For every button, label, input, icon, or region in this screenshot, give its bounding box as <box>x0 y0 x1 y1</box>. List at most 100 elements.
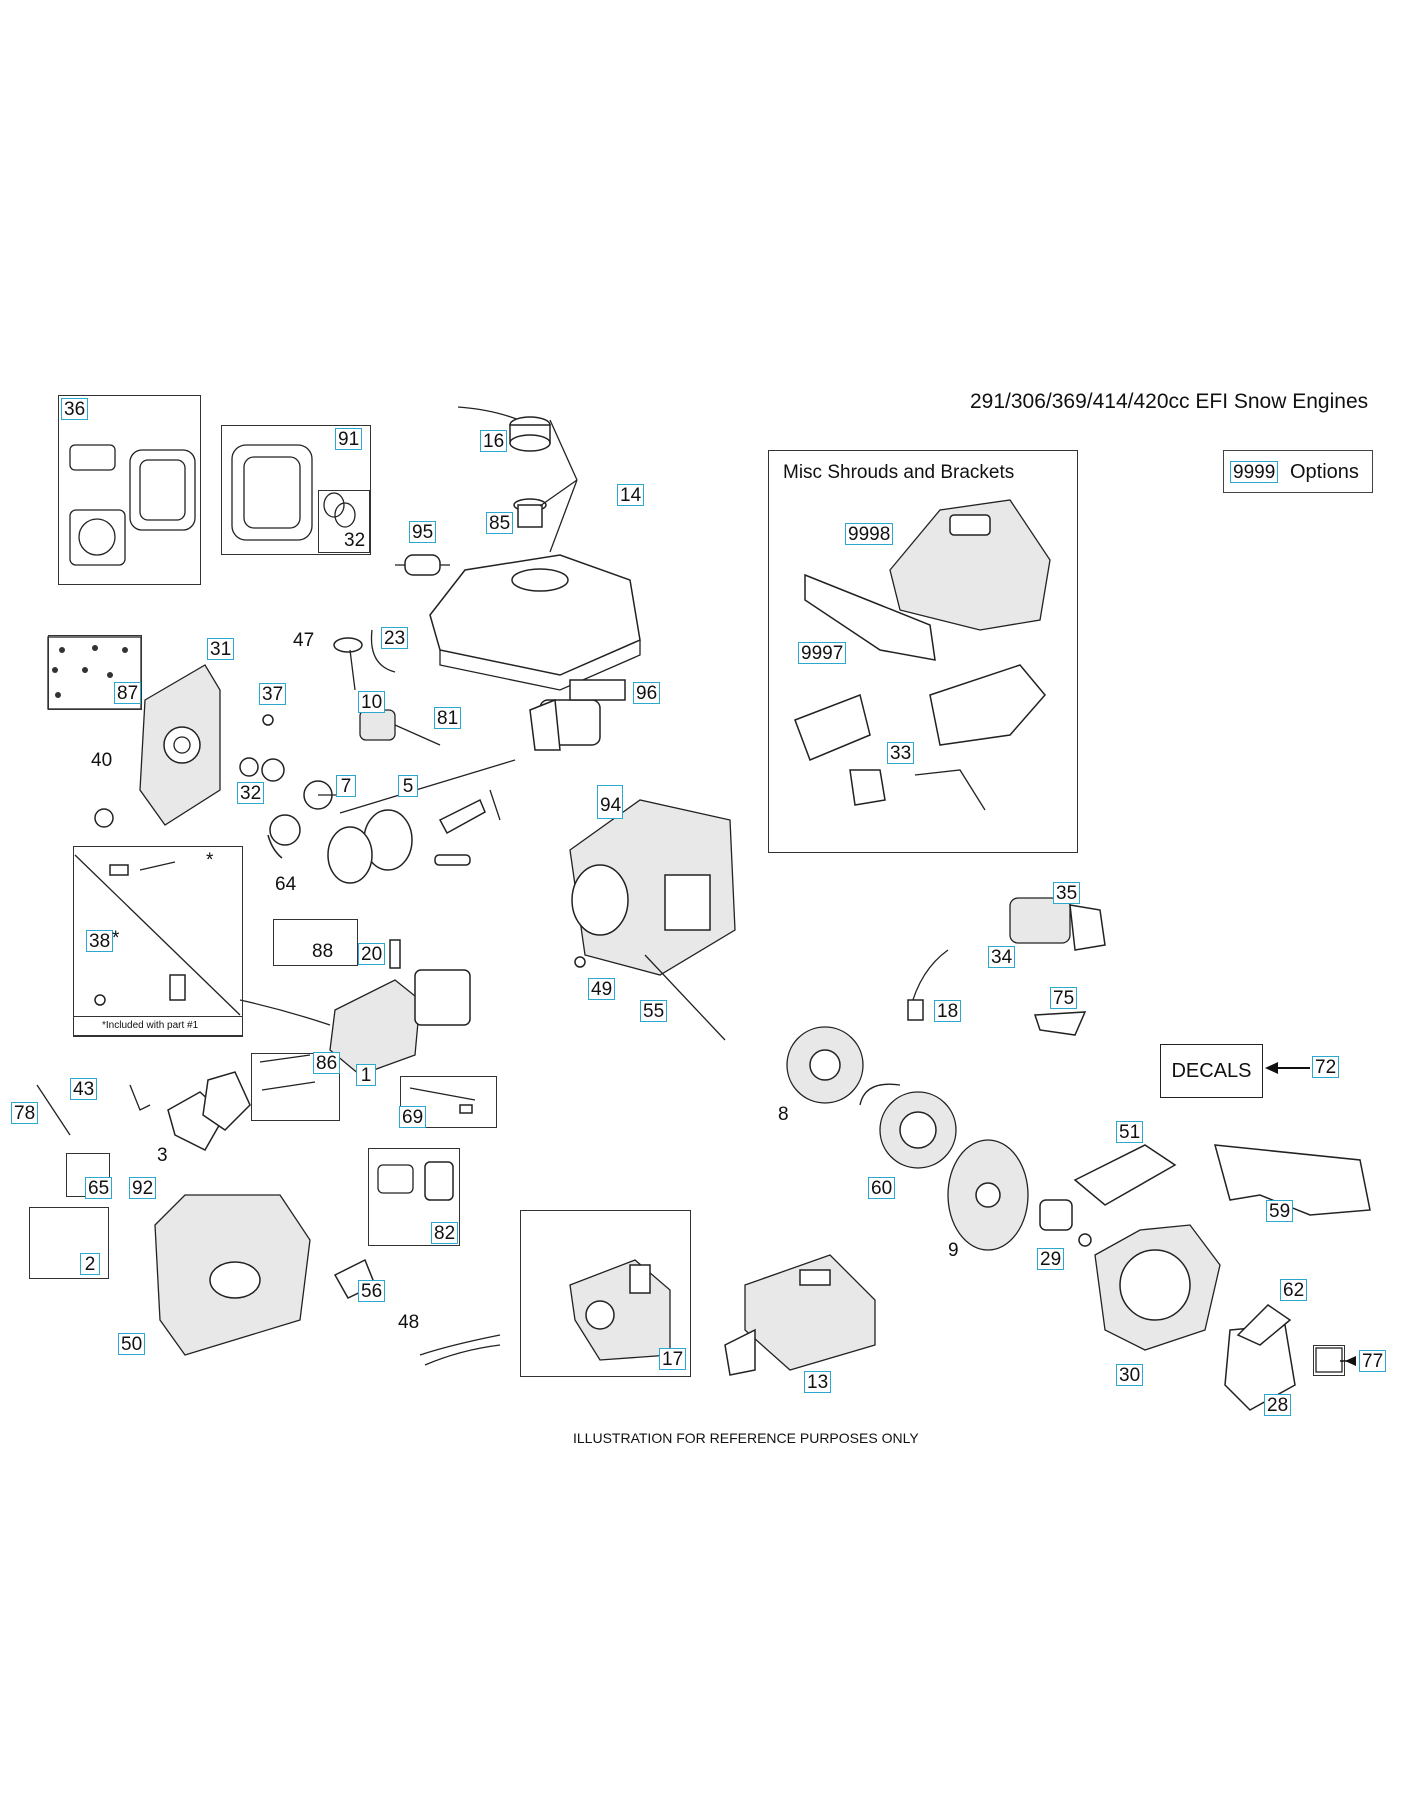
callout-88[interactable]: 88 <box>312 941 334 962</box>
options-box[interactable] <box>1223 450 1373 493</box>
callout-59[interactable]: 59 <box>1266 1200 1294 1222</box>
callout-20[interactable]: 20 <box>358 943 386 965</box>
callout-69[interactable]: 69 <box>399 1106 427 1128</box>
shroud-parts-drawing <box>794 499 1051 811</box>
callout-78[interactable]: 78 <box>11 1102 39 1124</box>
callout-9[interactable]: 9 <box>948 1240 959 1261</box>
callout-35[interactable]: 35 <box>1053 882 1081 904</box>
callout-16[interactable]: 16 <box>480 430 508 452</box>
crankshaft-drawing <box>262 709 441 746</box>
fuel-strainer-drawing <box>513 498 547 528</box>
cylinder-head-drawing <box>239 939 471 1076</box>
callout-2[interactable]: 2 <box>80 1253 100 1275</box>
callout-81[interactable]: 81 <box>434 707 462 729</box>
dipstick-and-hose-drawing <box>333 629 396 691</box>
crankcase-cover-drawing <box>94 664 221 828</box>
bolt-set-69-panel <box>400 1076 497 1128</box>
callout-72[interactable]: 72 <box>1312 1056 1340 1078</box>
callout-75[interactable]: 75 <box>1050 987 1078 1009</box>
page-title: 291/306/369/414/420cc EFI Snow Engines <box>970 390 1369 413</box>
callout-1[interactable]: 1 <box>356 1064 376 1086</box>
callout-28[interactable]: 28 <box>1264 1394 1292 1416</box>
callout-43[interactable]: 43 <box>70 1078 98 1100</box>
callout-7[interactable]: 7 <box>336 775 356 797</box>
asterisk-mark: * <box>206 850 214 871</box>
crankcase-gasket-drawing <box>231 444 356 541</box>
callout-31[interactable]: 31 <box>207 638 235 660</box>
muffler-drawing <box>724 1254 876 1376</box>
callout-96[interactable]: 96 <box>633 682 661 704</box>
air-cleaner-parts-drawing <box>36 1071 251 1151</box>
throttle-body-drawing <box>569 1259 671 1361</box>
callout-32-top[interactable]: 32 <box>344 530 366 551</box>
callout-33[interactable]: 33 <box>887 742 915 764</box>
callout-92[interactable]: 92 <box>129 1177 157 1199</box>
callout-48[interactable]: 48 <box>398 1312 420 1333</box>
misc-shrouds-panel <box>768 450 1078 853</box>
engine-block-drawing <box>569 799 736 1041</box>
callout-60[interactable]: 60 <box>868 1177 896 1199</box>
callout-55[interactable]: 55 <box>640 1000 668 1022</box>
gasket-set-panel <box>58 395 201 585</box>
callout-29[interactable]: 29 <box>1037 1248 1065 1270</box>
callout-3[interactable]: 3 <box>157 1145 168 1166</box>
callout-9999[interactable]: 9999 <box>1230 461 1279 483</box>
callout-17[interactable]: 17 <box>659 1348 687 1370</box>
flywheel-drawing <box>786 1026 864 1104</box>
gasket-set-drawing <box>69 444 196 566</box>
stator-drawing <box>859 1083 957 1169</box>
callout-50[interactable]: 50 <box>118 1333 146 1355</box>
fuel-tank-drawing <box>429 419 641 691</box>
head-bolts-drawing <box>259 1054 476 1114</box>
lower-shroud-drawing <box>1213 1144 1371 1216</box>
callout-38[interactable]: 38 <box>86 930 114 952</box>
callout-8[interactable]: 8 <box>778 1104 789 1125</box>
bolt-set-86-panel <box>251 1053 340 1121</box>
callout-40[interactable]: 40 <box>91 750 113 771</box>
callout-94[interactable]: 94 <box>597 785 623 819</box>
valve-kit-note-panel <box>73 1016 243 1037</box>
callout-36[interactable]: 36 <box>61 398 89 420</box>
callout-95[interactable]: 95 <box>409 521 437 543</box>
electric-starter-drawing <box>529 679 626 751</box>
callout-91[interactable]: 91 <box>335 428 363 450</box>
callout-5[interactable]: 5 <box>398 775 418 797</box>
callout-77[interactable]: 77 <box>1359 1350 1387 1372</box>
wire-harness-drawing <box>419 1334 501 1366</box>
callout-49[interactable]: 49 <box>588 978 616 1000</box>
callout-87[interactable]: 87 <box>114 682 142 704</box>
callout-32-bottom[interactable]: 32 <box>237 782 265 804</box>
piston-assembly-drawing <box>327 759 516 884</box>
callout-23[interactable]: 23 <box>381 627 409 649</box>
callout-30[interactable]: 30 <box>1116 1364 1144 1386</box>
callout-14[interactable]: 14 <box>617 484 645 506</box>
callout-86[interactable]: 86 <box>313 1052 341 1074</box>
callout-51[interactable]: 51 <box>1116 1121 1144 1143</box>
crankcase-gasket-panel <box>221 425 371 555</box>
callout-62[interactable]: 62 <box>1280 1279 1308 1301</box>
fan-drawing <box>947 1139 1029 1251</box>
callout-13[interactable]: 13 <box>804 1371 832 1393</box>
callout-9998[interactable]: 9998 <box>845 523 894 545</box>
intake-gasket-panel <box>368 1148 460 1246</box>
callout-18[interactable]: 18 <box>934 1000 962 1022</box>
bracket-2-panel <box>29 1207 109 1279</box>
callout-37[interactable]: 37 <box>259 683 287 705</box>
decals-box[interactable]: DECALS <box>1160 1044 1263 1098</box>
footer-disclaimer: ILLUSTRATION FOR REFERENCE PURPOSES ONLY <box>573 1430 919 1446</box>
callout-9997[interactable]: 9997 <box>798 642 847 664</box>
callout-56[interactable]: 56 <box>358 1280 386 1302</box>
starter-motor-drawing <box>907 897 1106 1036</box>
valve-kit-panel <box>73 846 243 1036</box>
callout-64[interactable]: 64 <box>275 874 297 895</box>
callout-47[interactable]: 47 <box>293 630 315 651</box>
callout-85[interactable]: 85 <box>486 512 514 534</box>
callout-65[interactable]: 65 <box>85 1177 113 1199</box>
callout-82[interactable]: 82 <box>431 1222 459 1244</box>
callout-10[interactable]: 10 <box>358 691 386 713</box>
fuel-filter-drawing <box>395 554 450 576</box>
throttle-body-panel <box>520 1210 691 1377</box>
callout-34[interactable]: 34 <box>988 946 1016 968</box>
